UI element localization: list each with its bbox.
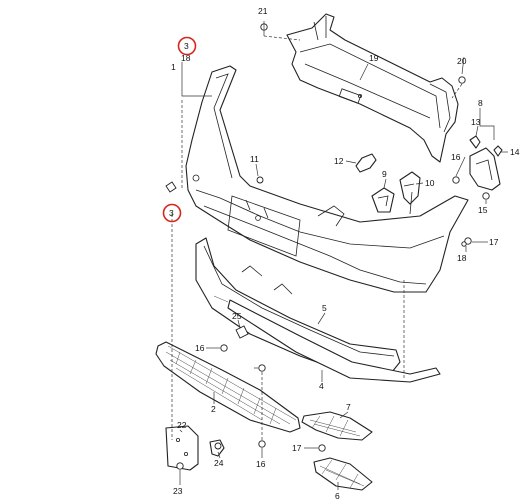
callout-9: 9: [382, 169, 387, 179]
callout-16-mid: 16: [195, 343, 205, 353]
callout-2: 2: [211, 404, 216, 414]
callout-18-top: 18: [181, 53, 191, 63]
highlight-marks: [162, 36, 197, 223]
center-grille: [155, 341, 301, 433]
callout-6: 6: [335, 491, 340, 501]
highlight-circle-3-top: [177, 36, 197, 56]
callout-23: 23: [173, 486, 183, 496]
fog-grille-lower: [313, 457, 373, 491]
side-bracket: [469, 135, 503, 191]
bumper-cover: [185, 65, 469, 293]
cover-cap: [355, 153, 377, 173]
callout-13: 13: [471, 117, 481, 127]
callout-7: 7: [346, 402, 351, 412]
callout-3-left: 3: [169, 208, 174, 218]
callout-16-right: 16: [451, 152, 461, 162]
callout-11: 11: [250, 154, 259, 164]
trim-strip: [227, 299, 441, 383]
fasteners: [165, 23, 490, 470]
fog-grille-upper: [301, 411, 373, 441]
impact-bar: [286, 13, 459, 163]
callout-18-right: 18: [457, 253, 467, 263]
callout-3-top: 3: [184, 41, 189, 51]
callout-15: 15: [478, 205, 488, 215]
callout-5: 5: [322, 303, 327, 313]
callout-8: 8: [478, 98, 483, 108]
callout-21: 21: [258, 6, 268, 16]
callout-17-bottom: 17: [292, 443, 302, 453]
callout-4: 4: [319, 381, 324, 391]
callout-20: 20: [457, 56, 467, 66]
callout-14: 14: [510, 147, 520, 157]
callout-22: 22: [177, 420, 187, 430]
callout-10: 10: [425, 178, 435, 188]
highlight-circle-3-left: [162, 203, 182, 223]
plate-bracket: [165, 425, 225, 471]
callout-labels: 1 3 18 3 21 19 20 8 13 16 14 15 11 12 9 …: [169, 6, 520, 501]
callout-12: 12: [334, 156, 344, 166]
callout-24: 24: [214, 458, 224, 468]
leader-lines: [171, 21, 508, 490]
callout-17-right: 17: [489, 237, 499, 247]
callout-25: 25: [232, 311, 242, 321]
callout-1: 1: [171, 62, 176, 72]
callout-19: 19: [369, 53, 379, 63]
towing-eye-parts: [371, 171, 421, 215]
callout-16-bottom: 16: [256, 459, 266, 469]
